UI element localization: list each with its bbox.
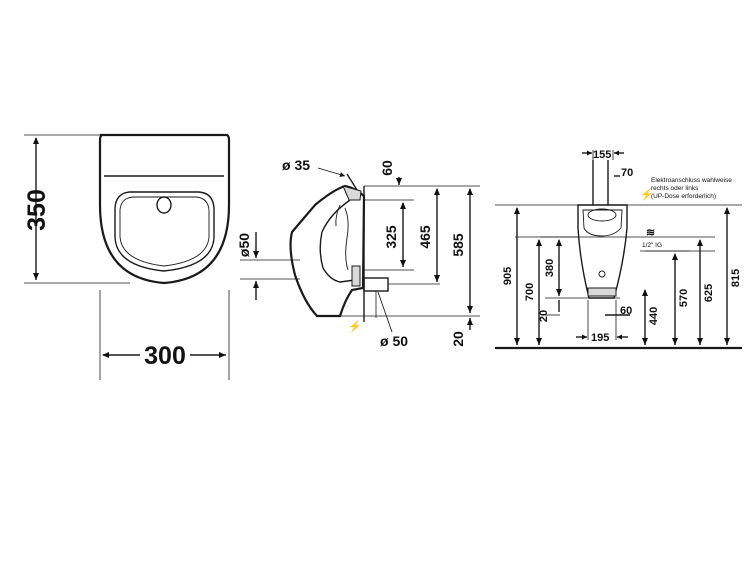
electrical-note-line-3: (UP-Dose erforderlich)	[651, 193, 716, 200]
front-view-width-label: 300	[144, 342, 186, 370]
installation-height-570: 570	[678, 289, 690, 307]
side-view-body-outline	[289, 184, 366, 318]
electrical-symbol: ⚡	[348, 320, 362, 333]
installation-height-380: 380	[544, 259, 556, 277]
installation-height-815: 815	[730, 269, 742, 287]
installation-offset-60: 60	[620, 305, 632, 317]
side-view-bottom-pipe-diameter: ø 50	[380, 333, 408, 349]
side-view-inlet-height: 325	[383, 225, 399, 249]
installation-top-offset: 70	[621, 167, 633, 179]
electrical-note-line-1: Elektroanschluss wahlweise	[651, 177, 732, 184]
side-view-outlet-pipe	[363, 277, 389, 292]
side-view-rear-pipe-diameter: ø50	[236, 233, 252, 257]
installation-height-700: 700	[524, 283, 536, 301]
side-view: ⚡ ø 35 60 325 465 585 20 ø50 ø 50	[236, 157, 480, 349]
installation-top-spacing: 155	[593, 149, 611, 161]
installation-electrical-symbol: ⚡	[640, 188, 654, 201]
side-view-outlet-connector	[351, 265, 361, 287]
front-view-flush-opening	[156, 196, 172, 214]
front-view-body-outline	[98, 133, 231, 285]
installation-width-195: 195	[591, 332, 609, 344]
electrical-note-line-2: rechts oder links	[651, 185, 699, 192]
installation-view: 155 70 Elektroanschluss wahlweise rechts…	[495, 149, 742, 350]
water-symbol: ≋	[646, 227, 655, 239]
front-view-bowl-outline	[114, 191, 215, 272]
side-view-top-pipe-diameter: ø 35	[282, 157, 310, 173]
side-view-outlet-height: 465	[417, 225, 433, 249]
installation-height-905: 905	[502, 267, 514, 285]
installation-height-440: 440	[648, 307, 660, 325]
front-view-height-label: 350	[23, 189, 51, 231]
water-connection-label: 1/2" IG	[642, 242, 662, 249]
front-view: 350 300	[23, 133, 231, 380]
side-view-top-offset: 60	[379, 160, 395, 176]
side-view-base-offset: 20	[450, 331, 466, 347]
installation-view-urinal-outline	[577, 204, 628, 299]
installation-height-625: 625	[703, 284, 715, 302]
side-view-total-height: 585	[450, 233, 466, 257]
installation-height-20: 20	[538, 310, 550, 322]
